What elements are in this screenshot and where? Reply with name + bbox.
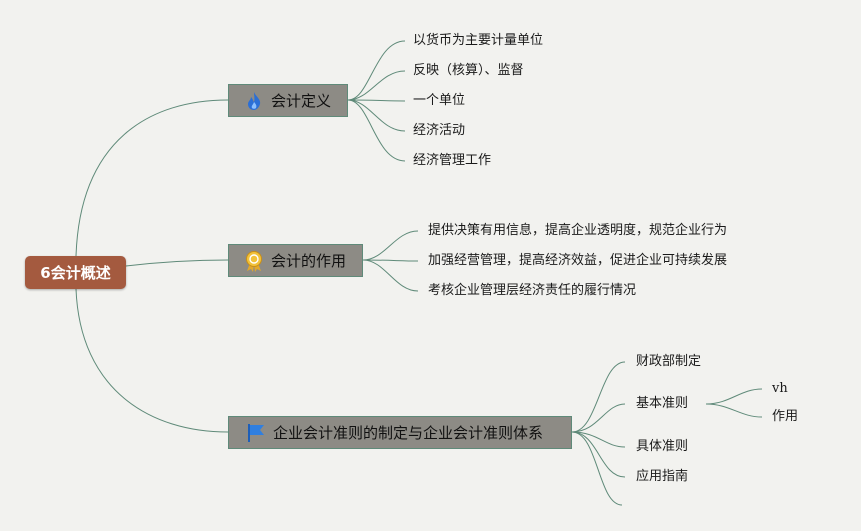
root-node[interactable]: 6会计概述 [25,256,126,289]
branch-node-accounting-standards[interactable]: 企业会计准则的制定与企业会计准则体系 [228,416,572,449]
leaf-node[interactable]: 加强经营管理，提高经济效益，促进企业可持续发展 [428,253,728,268]
edge-root-branch-3 [75,288,229,433]
branch-node-accounting-role[interactable]: 会计的作用 [228,244,363,277]
sub-leaf-node[interactable]: vh [772,381,788,396]
leaf-node[interactable]: 经济管理工作 [413,153,492,168]
edge-root-branch-1 [75,99,229,257]
leaf-node[interactable]: 考核企业管理层经济责任的履行情况 [428,283,637,298]
branch-label: 会计的作用 [271,252,347,270]
leaf-node[interactable]: 经济活动 [413,123,466,138]
sub-leaf-node[interactable]: 作用 [772,409,799,424]
leaf-node[interactable]: 反映（核算）、监督 [413,63,524,78]
leaf-node[interactable]: 以货币为主要计量单位 [413,33,544,48]
leaf-node[interactable]: 财政部制定 [636,354,702,369]
branch-node-accounting-definition[interactable]: 会计定义 [228,84,348,117]
leaf-node[interactable]: 一个单位 [413,93,466,108]
branch-label: 会计定义 [271,92,332,110]
edge-root-branch-2 [125,259,229,267]
leaf-node[interactable]: 具体准则 [636,439,689,454]
flag-icon [245,422,267,444]
leaf-node[interactable]: 提供决策有用信息，提高企业透明度，规范企业行为 [428,223,728,238]
leaf-node[interactable]: 应用指南 [636,469,689,484]
award-badge-icon [243,250,265,272]
branch-label: 企业会计准则的制定与企业会计准则体系 [273,424,544,442]
flame-icon [243,90,265,112]
leaf-node-basic-standards[interactable]: 基本准则 [636,396,689,411]
